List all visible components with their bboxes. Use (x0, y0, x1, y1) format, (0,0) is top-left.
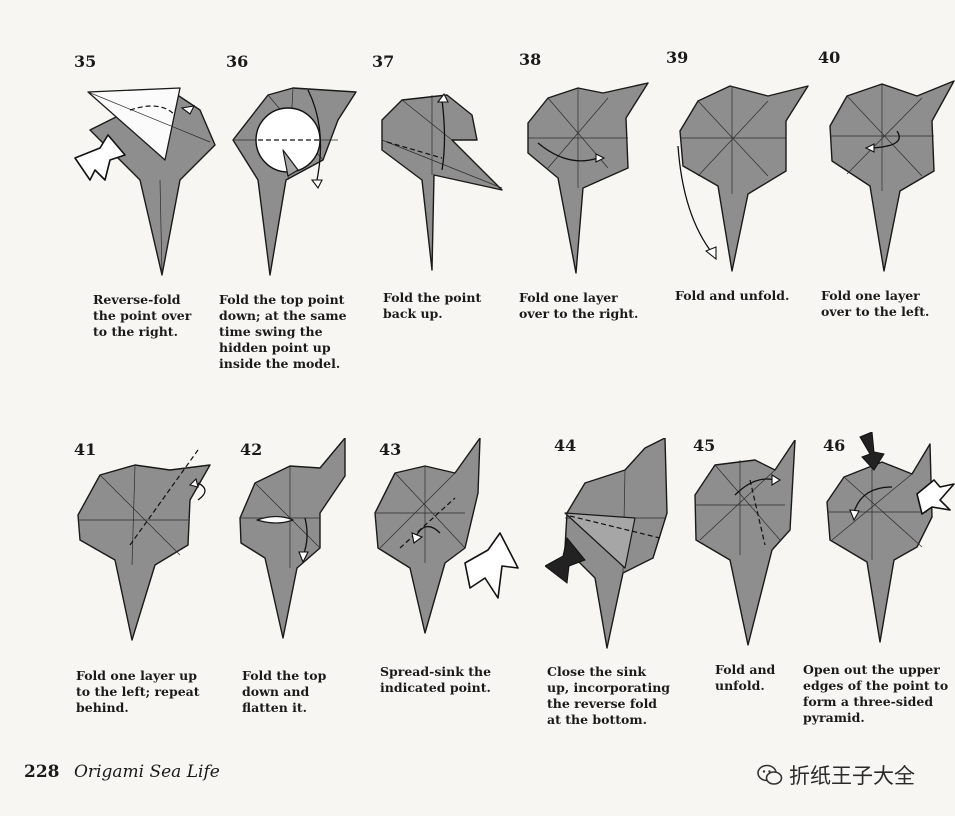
step-number: 40 (818, 48, 841, 67)
step-42-diagram (239, 438, 346, 639)
step-37-diagram (381, 92, 503, 271)
step-35-diagram (74, 87, 216, 276)
step-number: 43 (379, 440, 402, 459)
watermark: 折纸王子大全 (757, 760, 915, 790)
step-44-diagram (545, 438, 668, 649)
step-46-diagram (826, 432, 955, 643)
step-caption: Fold the top down and flatten it. (242, 668, 327, 715)
step-caption: Fold the point back up. (383, 290, 482, 321)
step-caption: Fold one layer over to the right. (519, 290, 639, 321)
step-caption: Fold and unfold. (715, 662, 776, 693)
step-number: 37 (372, 52, 395, 71)
watermark-text: 折纸王子大全 (789, 764, 915, 788)
step-41-diagram (77, 449, 211, 641)
step-caption: Open out the upper edges of the point to… (803, 662, 949, 725)
step-caption: Fold the top point down; at the same tim… (219, 292, 347, 371)
step-number: 36 (226, 52, 249, 71)
step-38-diagram (527, 82, 649, 274)
step-caption: Fold and unfold. (675, 288, 790, 303)
step-number: 35 (74, 52, 97, 71)
step-caption: Spread-sink the indicated point. (380, 664, 492, 695)
step-number: 38 (519, 50, 542, 69)
step-caption: Fold one layer up to the left; repeat be… (76, 668, 200, 715)
page-number: 228 (24, 762, 60, 782)
step-number: 39 (666, 48, 689, 67)
step-caption: Reverse-fold the point over to the right… (93, 292, 192, 339)
step-number: 41 (74, 440, 97, 459)
step-number: 45 (693, 436, 716, 455)
step-36-diagram (232, 87, 357, 276)
step-45-diagram (694, 440, 796, 646)
step-caption: Close the sink up, incorporating the rev… (547, 664, 671, 727)
step-39-diagram (677, 85, 809, 272)
book-title: Origami Sea Life (74, 762, 220, 782)
step-caption: Fold one layer over to the left. (821, 288, 930, 319)
step-40-diagram (829, 80, 955, 272)
step-number: 44 (554, 436, 577, 455)
step-43-diagram (374, 438, 519, 634)
step-number: 42 (240, 440, 263, 459)
wechat-icon (757, 764, 783, 785)
step-number: 46 (823, 436, 846, 455)
